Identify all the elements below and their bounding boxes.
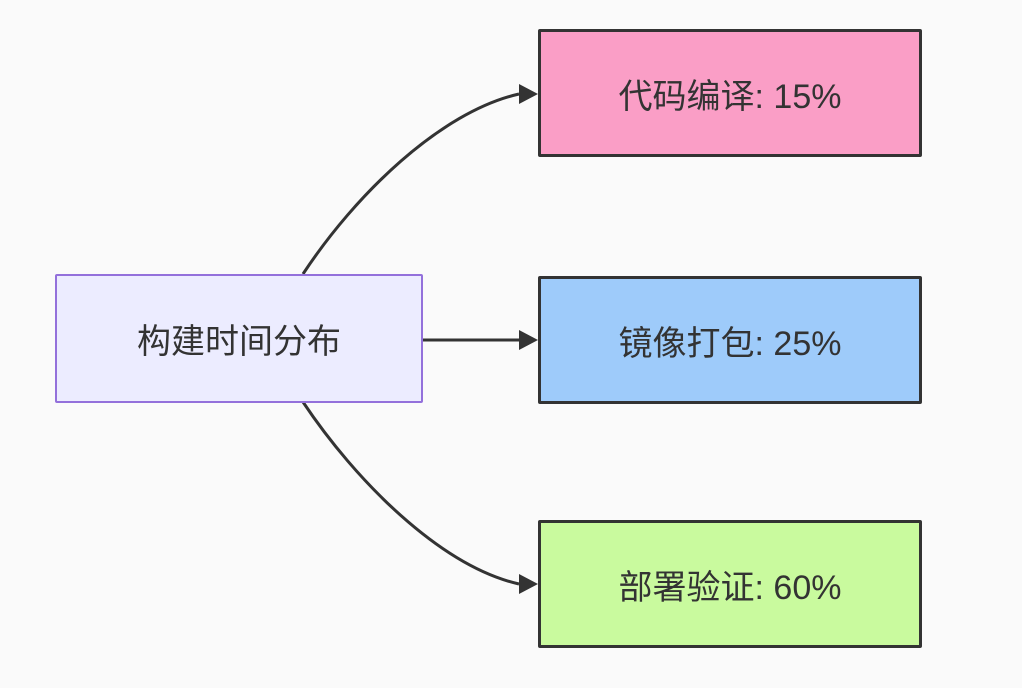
edge-line [301,401,520,586]
edge-root-to-deploy-verify [301,401,538,594]
arrowhead-icon [519,84,538,104]
node-code-compile: 代码编译: 15% [538,29,922,157]
node-build-time-distribution: 构建时间分布 [55,274,423,403]
edge-root-to-image-package [423,330,538,350]
edge-root-to-code-compile [301,84,538,275]
arrowhead-icon [519,574,538,594]
node-label: 构建时间分布 [137,323,341,361]
node-label: 镜像打包: 25% [618,324,842,363]
node-image-package: 镜像打包: 25% [538,276,922,404]
node-label: 代码编译: 15% [618,77,842,116]
arrowhead-icon [519,330,538,350]
edge-line [301,92,520,275]
node-deploy-verify: 部署验证: 60% [538,520,922,648]
node-label: 部署验证: 60% [618,568,842,607]
